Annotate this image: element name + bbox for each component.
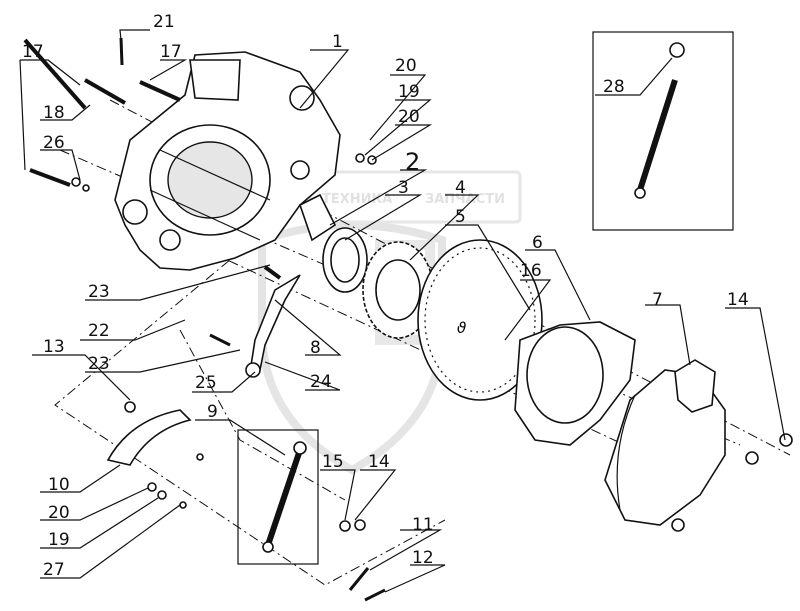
cover <box>604 359 726 526</box>
watermark-line2: ЗАПЧАСТИ <box>425 192 505 207</box>
callout-17-left: 17 <box>22 42 44 62</box>
callout-22: 22 <box>88 321 110 341</box>
callout-7: 7 <box>652 290 663 310</box>
watermark-line1: ТЕХНИКА <box>322 192 392 207</box>
gear <box>362 241 434 339</box>
callout-14-top: 14 <box>727 290 749 310</box>
callout-2: 2 <box>405 148 420 176</box>
callout-4: 4 <box>455 178 466 198</box>
callout-25: 25 <box>195 373 217 393</box>
svg-text:ϑ: ϑ <box>457 319 466 337</box>
callout-17-right: 17 <box>160 42 182 62</box>
callout-15: 15 <box>322 452 344 472</box>
callout-labels: 1 2 3 4 5 6 7 8 9 10 11 12 13 14 14 15 1… <box>22 12 749 580</box>
callout-10: 10 <box>48 475 70 495</box>
callout-1: 1 <box>332 32 343 52</box>
long-bolts <box>23 37 181 192</box>
callout-18: 18 <box>43 103 65 123</box>
wing-nuts <box>339 433 793 532</box>
callout-23-bottom: 23 <box>88 354 110 374</box>
callout-6: 6 <box>532 233 543 253</box>
handle-box <box>237 429 319 565</box>
callout-27: 27 <box>43 560 65 580</box>
callout-13: 13 <box>43 337 65 357</box>
pin <box>348 567 386 602</box>
housing <box>114 51 341 271</box>
callout-16: 16 <box>520 261 542 281</box>
callout-11: 11 <box>412 515 434 535</box>
vacuum-plate <box>514 321 636 446</box>
callout-9: 9 <box>207 402 218 422</box>
callout-8: 8 <box>310 338 321 358</box>
guard <box>106 401 204 509</box>
lever <box>209 265 301 378</box>
callout-28: 28 <box>603 77 625 97</box>
callout-19-top: 19 <box>398 82 420 102</box>
callout-24: 24 <box>310 372 332 392</box>
leader-lines <box>19 29 786 593</box>
callout-26: 26 <box>43 133 65 153</box>
callout-20-top: 20 <box>395 56 417 76</box>
callout-19-bottom: 19 <box>48 530 70 550</box>
inset-box <box>592 31 734 231</box>
callout-20-mid: 20 <box>398 107 420 127</box>
callout-3: 3 <box>398 178 409 198</box>
callout-12: 12 <box>412 548 434 568</box>
callout-14-bottom: 14 <box>368 452 390 472</box>
callout-21: 21 <box>153 12 175 32</box>
callout-20-bottom: 20 <box>48 503 70 523</box>
callout-5: 5 <box>455 207 466 227</box>
bracket-and-disc <box>299 153 377 293</box>
callout-23-top: 23 <box>88 282 110 302</box>
